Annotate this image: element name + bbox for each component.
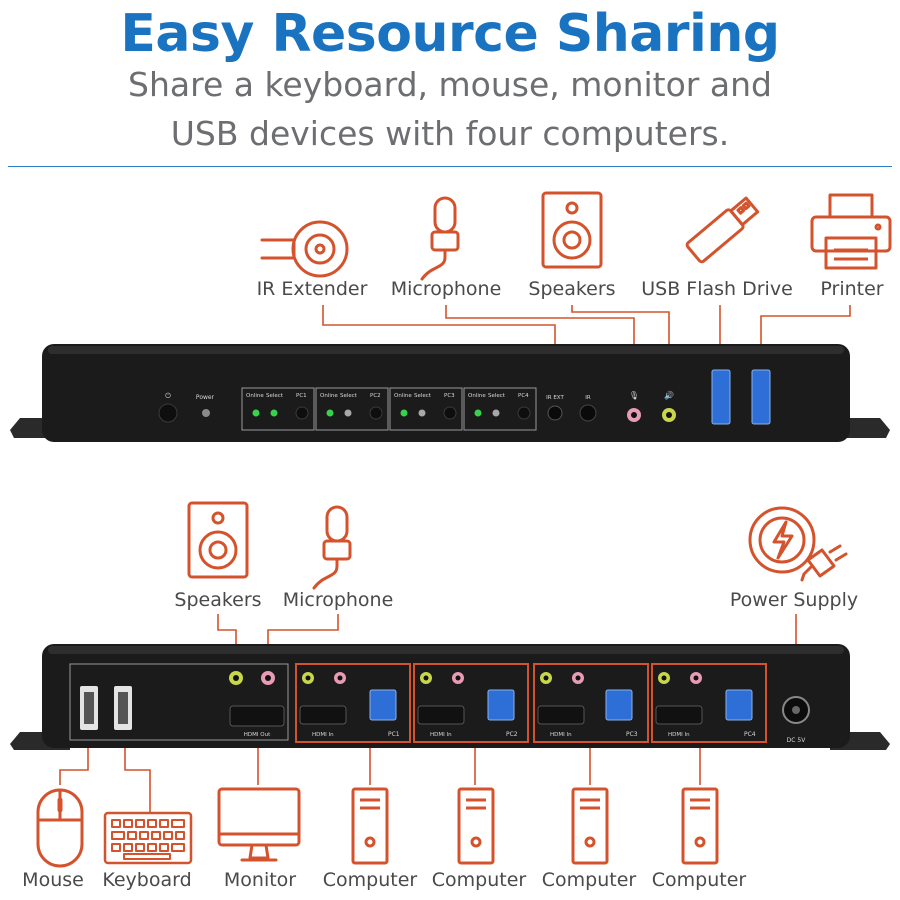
- front-body: [42, 344, 850, 442]
- label-front-microphone: Microphone: [390, 278, 502, 300]
- keyboard-icon: [103, 811, 193, 865]
- label-monitor: Monitor: [223, 869, 297, 891]
- svg-text:Select: Select: [488, 393, 506, 399]
- connector-keyboard: [124, 740, 151, 812]
- usb-flash-drive-icon: [685, 196, 760, 264]
- kvm-front-panel: ⏻ Power Online Select PC1 Online Select …: [10, 344, 890, 442]
- svg-text:PC2: PC2: [506, 731, 518, 738]
- label-computer-3: Computer: [541, 869, 637, 891]
- page-subtitle: Share a keyboard, mouse, monitor and USB…: [0, 60, 900, 158]
- label-rear-microphone: Microphone: [282, 589, 394, 611]
- svg-text:Online: Online: [246, 393, 264, 399]
- pc-select-group-2: Online Select PC2: [315, 387, 389, 431]
- front-usb-port-1: [711, 369, 731, 425]
- console-port-box: [69, 663, 289, 741]
- connector-mouse: [59, 740, 89, 785]
- svg-text:Select: Select: [414, 393, 432, 399]
- rear-pc-group-3: HDMI In PC3: [533, 663, 649, 743]
- ir-label: IR: [585, 395, 591, 401]
- svg-text:PC1: PC1: [296, 393, 307, 399]
- computer-icon-2: [457, 787, 495, 865]
- svg-text:Select: Select: [340, 393, 358, 399]
- pc-select-group-1: Online Select PC1: [241, 387, 315, 431]
- svg-text:PC3: PC3: [444, 393, 455, 399]
- ir-extender-icon: [260, 220, 349, 278]
- power-button: [158, 403, 178, 423]
- label-computer-1: Computer: [322, 869, 418, 891]
- svg-text:Online: Online: [320, 393, 338, 399]
- power-symbol-icon: ⏻: [165, 392, 171, 400]
- label-computer-2: Computer: [431, 869, 527, 891]
- computer-icon-1: [351, 787, 389, 865]
- rear-microphone-icon: [312, 505, 352, 590]
- front-usb-port-2: [751, 369, 771, 425]
- front-mic-symbol-icon: 🎙: [629, 391, 639, 400]
- label-computer-4: Computer: [651, 869, 747, 891]
- page-title: Easy Resource Sharing: [120, 4, 780, 64]
- computer-icon-3: [571, 787, 609, 865]
- svg-text:PC4: PC4: [518, 393, 529, 399]
- pc-select-group-3: Online Select PC3: [389, 387, 463, 431]
- ir-ext-label: IR EXT: [546, 395, 564, 401]
- svg-text:Select: Select: [266, 393, 284, 399]
- label-ir-extender: IR Extender: [256, 278, 368, 300]
- svg-text:HDMI In: HDMI In: [312, 732, 334, 738]
- svg-text:PC1: PC1: [388, 731, 400, 738]
- front-speaker-symbol-icon: 🔊: [664, 390, 674, 400]
- svg-text:PC2: PC2: [370, 393, 381, 399]
- ir-sensor: [579, 404, 597, 422]
- speakers-icon: [541, 191, 603, 269]
- subtitle-line-1: Share a keyboard, mouse, monitor and: [128, 65, 772, 104]
- rear-pc-group-2: HDMI In PC2: [413, 663, 529, 743]
- header-divider: [8, 166, 892, 167]
- power-supply-icon: [748, 506, 848, 582]
- monitor-icon: [217, 787, 301, 862]
- svg-text:PC3: PC3: [626, 731, 638, 738]
- svg-text:PC4: PC4: [744, 731, 756, 738]
- svg-text:HDMI In: HDMI In: [430, 732, 452, 738]
- computer-icon-4: [681, 787, 719, 865]
- rear-speakers-icon: [187, 501, 249, 579]
- hdmi-out-label: HDMI Out: [244, 732, 271, 738]
- label-printer: Printer: [820, 278, 884, 300]
- mouse-icon: [36, 788, 84, 868]
- rear-pc-group-4: HDMI In PC4: [651, 663, 767, 743]
- label-power-supply: Power Supply: [729, 589, 859, 611]
- label-front-speakers: Speakers: [528, 278, 616, 300]
- label-usb-flash-drive: USB Flash Drive: [641, 278, 793, 300]
- rear-pc-group-1: HDMI In PC1: [295, 663, 411, 743]
- kvm-rear-panel: HDMI Out HDMI In PC1 HDMI In PC2 HDMI In…: [10, 644, 890, 750]
- ir-ext-port: [547, 405, 563, 421]
- hdmi-out-port: [229, 705, 285, 727]
- svg-text:Online: Online: [394, 393, 412, 399]
- svg-text:HDMI In: HDMI In: [550, 732, 572, 738]
- label-mouse: Mouse: [22, 869, 84, 891]
- svg-text:Online: Online: [468, 393, 486, 399]
- pc-select-group-4: Online Select PC4: [463, 387, 537, 431]
- power-label: Power: [196, 394, 215, 401]
- power-led: [202, 409, 210, 417]
- label-keyboard: Keyboard: [102, 869, 192, 891]
- label-rear-speakers: Speakers: [174, 589, 262, 611]
- dc-label: DC 5V: [787, 737, 807, 744]
- printer-icon: [810, 193, 892, 270]
- subtitle-line-2: USB devices with four computers.: [170, 114, 730, 153]
- svg-text:HDMI In: HDMI In: [668, 732, 690, 738]
- microphone-icon: [420, 196, 460, 281]
- connector-printer: [760, 305, 851, 368]
